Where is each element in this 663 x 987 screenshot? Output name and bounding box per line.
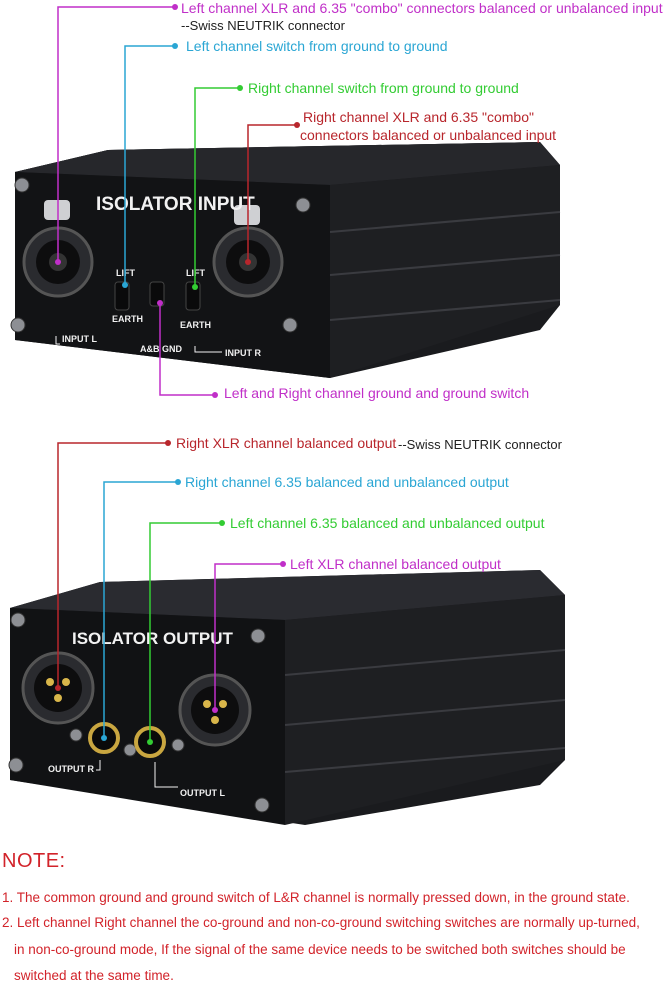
panel-label-output: ISOLATOR OUTPUT xyxy=(72,629,233,648)
note-line-3: in non-co-ground mode, If the signal of … xyxy=(14,942,626,957)
callout-left-xlr-output: Left XLR channel balanced output xyxy=(290,556,501,572)
callout-neutrik-output: --Swiss NEUTRIK connector xyxy=(398,437,562,452)
callout-left-switch: Left channel switch from ground to groun… xyxy=(186,38,448,54)
callout-gnd-switch: Left and Right channel ground and ground… xyxy=(224,385,530,401)
callout-right-switch: Right channel switch from ground to grou… xyxy=(248,80,519,96)
note-title: NOTE: xyxy=(2,850,66,872)
callout-right-xlr-input-2: connectors balanced or unbalanced input xyxy=(300,127,557,143)
panel-label-input: ISOLATOR INPUT xyxy=(96,194,255,215)
isolator-input-photo: ISOLATOR INPUT LIFT EARTH INPUT L A&B GN… xyxy=(10,4,561,398)
svg-text:INPUT L: INPUT L xyxy=(62,334,98,344)
note-line-2: 2. Left channel Right channel the co-gro… xyxy=(2,915,640,930)
svg-text:EARTH: EARTH xyxy=(112,314,143,324)
callout-left-xlr-input: Left channel XLR and 6.35 "combo" connec… xyxy=(181,0,663,16)
isolator-output-photo: ISOLATOR OUTPUT OUTPUT R OUTPUT L xyxy=(8,440,566,825)
note-line-1: 1. The common ground and ground switch o… xyxy=(2,890,630,905)
svg-text:A&B GND: A&B GND xyxy=(140,344,182,354)
callout-right-xlr-input-1: Right channel XLR and 6.35 "combo" xyxy=(303,109,534,125)
svg-text:INPUT R: INPUT R xyxy=(225,348,262,358)
callout-neutrik-input: --Swiss NEUTRIK connector xyxy=(181,18,345,33)
callout-right-635-output: Right channel 6.35 balanced and unbalanc… xyxy=(185,474,509,490)
callout-right-xlr-output: Right XLR channel balanced output xyxy=(176,435,397,451)
note-line-4: switched at the same time. xyxy=(14,968,174,983)
svg-text:EARTH: EARTH xyxy=(180,320,211,330)
svg-text:OUTPUT R: OUTPUT R xyxy=(48,764,94,774)
svg-text:OUTPUT L: OUTPUT L xyxy=(180,788,225,798)
callout-left-635-output: Left channel 6.35 balanced and unbalance… xyxy=(230,515,545,531)
